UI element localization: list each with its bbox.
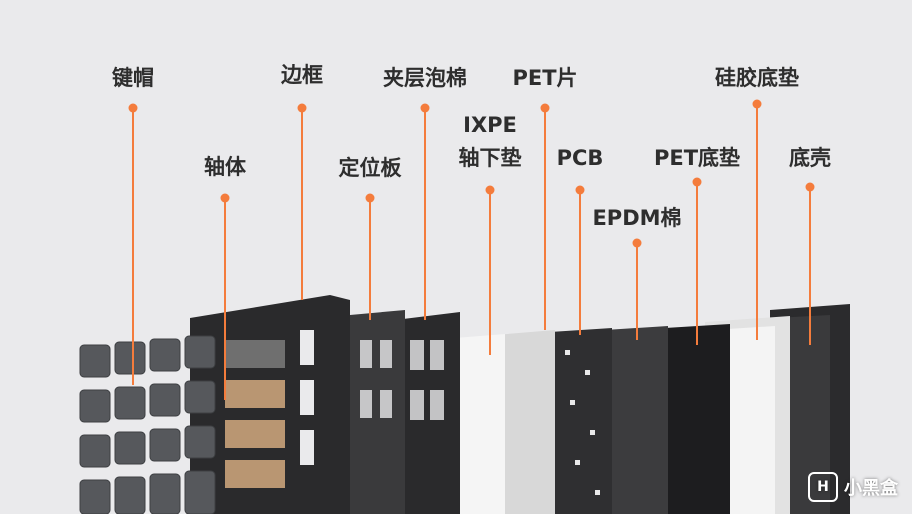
leader-dot-pcb (575, 185, 585, 195)
label-sandwich-foam: 夹层泡棉 (383, 66, 467, 90)
leader-dot-keycap (128, 103, 138, 113)
layer-pet-pad (665, 324, 730, 514)
label-pet-sheet: PET片 (512, 66, 578, 90)
layer-switches (225, 340, 285, 488)
leader-dot-epdm (632, 238, 642, 248)
label-ixpe-line2: 轴下垫 (458, 146, 522, 170)
label-frame: 边框 (281, 63, 323, 87)
leader-dot-pet-pad (692, 177, 702, 187)
watermark: H 小黑盒 (808, 472, 898, 502)
layer-plate (350, 310, 405, 514)
watermark-text: 小黑盒 (844, 478, 898, 499)
leader-dot-frame (297, 103, 307, 113)
layer-epdm (605, 326, 668, 514)
layer-keycaps (79, 335, 216, 514)
leader-dot-sandwich-foam (420, 103, 430, 113)
leader-dot-plate (365, 193, 375, 203)
leader-dot-silicone-pad (752, 99, 762, 109)
label-plate: 定位板 (338, 156, 402, 180)
label-keycap: 键帽 (112, 66, 154, 90)
label-pcb: PCB (556, 146, 604, 170)
leader-dot-switch (220, 193, 230, 203)
label-silicone-pad: 硅胶底垫 (715, 66, 799, 90)
leader-dot-ixpe (485, 185, 495, 195)
leader-dot-pet-sheet (540, 103, 550, 113)
label-ixpe: IXPE 轴下垫 (459, 110, 522, 173)
watermark-logo-icon: H (808, 472, 838, 502)
label-ixpe-line1: IXPE (463, 113, 517, 137)
label-epdm: EPDM棉 (592, 206, 682, 230)
layer-pet-sheet (495, 330, 555, 514)
label-pet-pad: PET底垫 (653, 146, 741, 170)
leader-dot-bottom-case (805, 182, 815, 192)
label-switch: 轴体 (204, 155, 246, 179)
layer-pcb (550, 328, 612, 514)
label-bottom-case: 底壳 (789, 146, 831, 170)
layer-ixpe (455, 334, 505, 514)
